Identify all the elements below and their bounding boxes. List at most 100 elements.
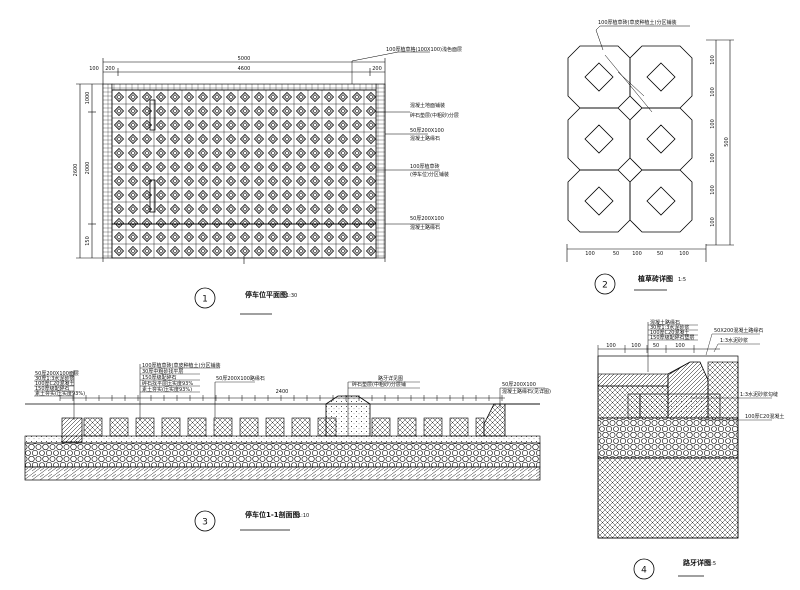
grass-opening <box>646 186 676 216</box>
plan-dim-left-2: 2000 <box>85 162 91 175</box>
drawing-2-number: 2 <box>602 281 608 291</box>
plan-dim-edge-right: 200 <box>372 66 382 72</box>
drawing-2-title: 植草砖详图 <box>637 274 673 283</box>
kerb-dim-2: 100 <box>631 343 641 349</box>
drawing-1-plan: 5000 4600 200 200 100 1000 2000 2600 150… <box>73 46 462 315</box>
plan-dim-offset: 100 <box>89 66 99 72</box>
drawing-1-scale: 1:30 <box>286 293 297 299</box>
plan-dim-left-total: 2600 <box>73 164 79 177</box>
section-kerb-right <box>483 403 506 437</box>
drawing-3-number: 3 <box>202 518 208 528</box>
detail-dim-right-2: 100 <box>710 87 716 97</box>
section-callout-right-3: 50厚200X100 <box>502 382 536 388</box>
section-callout-mid-3: 150厚级配碎石 <box>142 374 177 381</box>
plan-dim-total: 5000 <box>238 56 251 62</box>
drawing-number-circle <box>594 273 616 295</box>
detail-dim-bottom-2: 50 <box>613 251 619 257</box>
plan-dim-inner: 4600 <box>238 66 251 72</box>
section-paver-block <box>135 417 155 437</box>
kerb-callout-top-1: 混凝土路缘石 <box>650 319 680 326</box>
plan-callout-right-5: 100厚植草砖 <box>410 163 440 170</box>
detail-dim-right-4: 100 <box>710 153 716 163</box>
section-paver-block <box>449 417 469 437</box>
kerb-subgrade <box>597 457 739 539</box>
kerb-callout-right-1: 50X200混凝土路缘石 <box>714 327 763 334</box>
section-callout-mid-5: 素土夯实(压实度93%) <box>142 386 192 393</box>
section-gravel-layer <box>24 442 541 468</box>
drawing-1-title: 停车位平面图 <box>245 290 287 299</box>
octagon-paver <box>567 45 631 109</box>
plan-callout-right-4: 混凝土路缘石 <box>410 135 440 142</box>
kerb-gravel-layer <box>597 417 739 459</box>
octagon-paver <box>567 107 631 171</box>
plan-dim-edge-left: 200 <box>105 66 115 72</box>
plan-callout-right-8: 混凝土路缘石 <box>410 224 440 231</box>
grass-opening <box>584 62 614 92</box>
kerb-callout-top-2: 30厚1:3水泥砂浆 <box>650 324 689 331</box>
detail-dim-bottom-3: 100 <box>632 251 642 257</box>
kerb-callout-mid: 1:3水泥砂浆勾缝 <box>740 391 778 398</box>
plan-dim-left-1: 1000 <box>85 92 91 105</box>
grass-paver-field <box>111 89 377 259</box>
drawing-number-circle <box>194 287 216 309</box>
section-paver-block <box>371 417 391 437</box>
kerb-callout-right-2: 1:3水泥砂浆 <box>720 337 748 344</box>
section-paver-block <box>239 417 259 437</box>
detail-dim-right-total: 500 <box>724 137 730 147</box>
plan-callout-right-1: 混凝土地面铺装 <box>410 102 445 109</box>
kerb-callout-top-3: 100厚C20混凝土 <box>650 329 689 336</box>
wheel-stop <box>149 99 156 131</box>
drawing-4-number: 4 <box>641 566 647 576</box>
detail-callout-top: 100厚植草砖(草皮种植土)分区铺装 <box>598 19 676 26</box>
section-callout-mid-2: 30厚中粗砂找平层 <box>142 368 183 375</box>
kerb-callout-top-4: 150厚级配碎石垫层 <box>650 334 695 341</box>
section-callout-left-1: 50厚200X100面层 <box>35 371 79 377</box>
kerb-callout-base: 100厚C20混凝土 <box>745 413 784 420</box>
section-paver-block <box>265 417 285 437</box>
drawing-3-title: 停车位1-1剖面图 <box>245 510 300 519</box>
section-paver-block <box>109 417 129 437</box>
section-callout-left-5: 素土夯实(压实度93%) <box>35 390 85 397</box>
plan-callout-right-2: 碎石垫层(中粗砂)分层 <box>410 112 459 119</box>
section-paver-block <box>397 417 417 437</box>
section-callout-mid-4: 碎石找平层压实度93% <box>142 380 193 387</box>
grass-opening <box>584 186 614 216</box>
detail-dim-bottom-4: 50 <box>657 251 663 257</box>
section-paver-block <box>161 417 181 437</box>
plan-dim-left-3: 150 <box>85 236 91 246</box>
octagon-paver <box>629 169 693 233</box>
drawing-2-paver-detail: 100厚植草砖(草皮种植土)分区铺装 100 50 100 50 100 100… <box>566 19 734 295</box>
section-callout-right-1: 路牙详见图 <box>378 375 403 382</box>
detail-dim-right-3: 100 <box>710 119 716 129</box>
drawing-4-title: 路牙详图 <box>683 558 711 567</box>
section-paver-block <box>213 417 233 437</box>
drawing-2-scale: 1:5 <box>678 277 686 283</box>
section-callout-left-4: 150厚级配碎石 <box>35 385 70 392</box>
section-callout-kerb: 50厚200X100路缘石 <box>216 375 265 382</box>
section-paver-block <box>423 417 443 437</box>
detail-dim-bottom-1: 100 <box>585 251 595 257</box>
detail-dim-right-6: 100 <box>710 217 716 227</box>
detail-dim-bottom-5: 100 <box>679 251 689 257</box>
section-subgrade <box>24 466 541 481</box>
section-dim-center: 2400 <box>276 389 289 395</box>
drawing-1-number: 1 <box>202 295 208 305</box>
section-paver-block <box>83 417 103 437</box>
section-callout-left-2: 30厚1:3水泥砂浆 <box>35 375 74 382</box>
octagon-paver <box>629 107 693 171</box>
octagonal-paver-grid <box>567 45 693 233</box>
kerb-dim-1: 100 <box>606 343 616 349</box>
section-callout-mid-1: 100厚植草砖(草皮种植土)分区铺装 <box>142 362 220 369</box>
plan-callout-right-3: 50厚200X100 <box>410 128 444 134</box>
section-paver-block <box>475 417 485 437</box>
drawing-4-scale: 1:5 <box>708 561 716 567</box>
section-callout-right-4: 混凝土路缘石(见详图) <box>502 388 551 395</box>
plan-callout-right-6: (停车位)分区铺装 <box>410 171 449 178</box>
plan-callout-right-7: 50厚200X100 <box>410 216 444 222</box>
plan-callout-top: 100厚植草格(100X100)浅色面层 <box>386 46 462 53</box>
drawing-number-circle <box>633 558 655 580</box>
wheel-stop <box>149 179 156 213</box>
kerb-dim-3: 50 <box>653 343 659 349</box>
detail-dim-right-1: 100 <box>710 55 716 65</box>
section-paver-block <box>291 417 311 437</box>
